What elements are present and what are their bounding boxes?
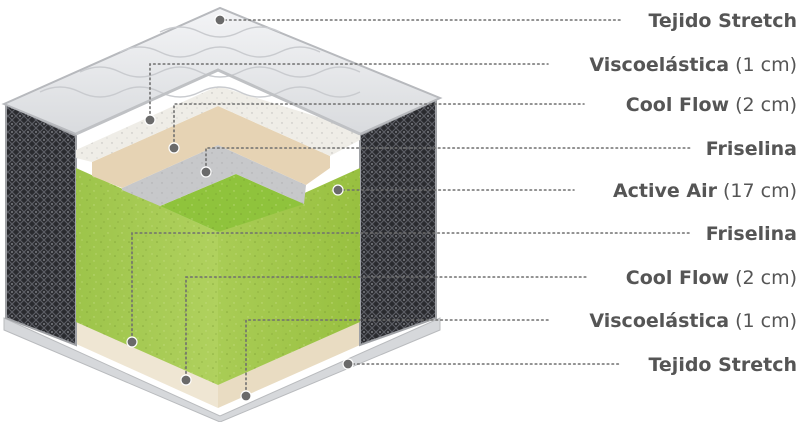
layer-labels: Tejido Stretch Viscoelástica(1 cm) Cool … xyxy=(589,10,797,376)
marker-dot-8 xyxy=(240,390,252,402)
active-air-right-face-speck xyxy=(218,168,360,385)
friselina-step-speck xyxy=(122,145,306,206)
leader-lines xyxy=(131,19,691,395)
cool-flow-step xyxy=(92,106,330,188)
label-active-air: Active Air(17 cm) xyxy=(613,180,797,202)
label-cool-flow-bottom: Cool Flow(2 cm) xyxy=(626,267,797,289)
marker-dot-3 xyxy=(168,142,180,154)
active-air-left-face-speck xyxy=(76,168,218,385)
label-tejido-stretch-bottom: Tejido Stretch xyxy=(648,354,797,376)
bottom-foam-band-right xyxy=(218,322,360,408)
leader-line-8 xyxy=(245,319,549,395)
label-tejido-stretch-top: Tejido Stretch xyxy=(648,10,797,32)
leader-line-6 xyxy=(131,232,691,341)
active-air-top-speck xyxy=(160,174,304,232)
viscoelastica-step-speck xyxy=(76,86,360,162)
bottom-tejido-stretch-rim xyxy=(3,317,441,422)
label-friselina-bottom: Friselina xyxy=(706,223,797,245)
marker-dot-7 xyxy=(180,374,192,386)
bottom-foam-band xyxy=(74,320,218,408)
quilt-waves xyxy=(39,26,361,98)
marker-dot-2 xyxy=(144,114,156,126)
left-knit-side xyxy=(5,102,77,347)
marker-dot-1 xyxy=(214,14,226,26)
marker-dots xyxy=(126,14,354,402)
label-viscoelastica-bottom: Viscoelástica(1 cm) xyxy=(589,310,797,332)
marker-dot-9 xyxy=(342,358,354,370)
mattress-illustration xyxy=(1,6,443,422)
label-viscoelastica-top: Viscoelástica(1 cm) xyxy=(589,54,797,76)
leader-line-7 xyxy=(185,276,587,379)
marker-dot-4 xyxy=(200,166,212,178)
label-cool-flow-top: Cool Flow(2 cm) xyxy=(626,94,797,116)
leader-line-3 xyxy=(173,103,585,147)
leader-line-2 xyxy=(149,63,549,119)
label-friselina-top: Friselina xyxy=(706,138,797,160)
marker-dot-5 xyxy=(332,184,344,196)
cutout-rim xyxy=(75,68,361,136)
right-knit-side xyxy=(359,98,437,347)
marker-dot-6 xyxy=(126,336,138,348)
